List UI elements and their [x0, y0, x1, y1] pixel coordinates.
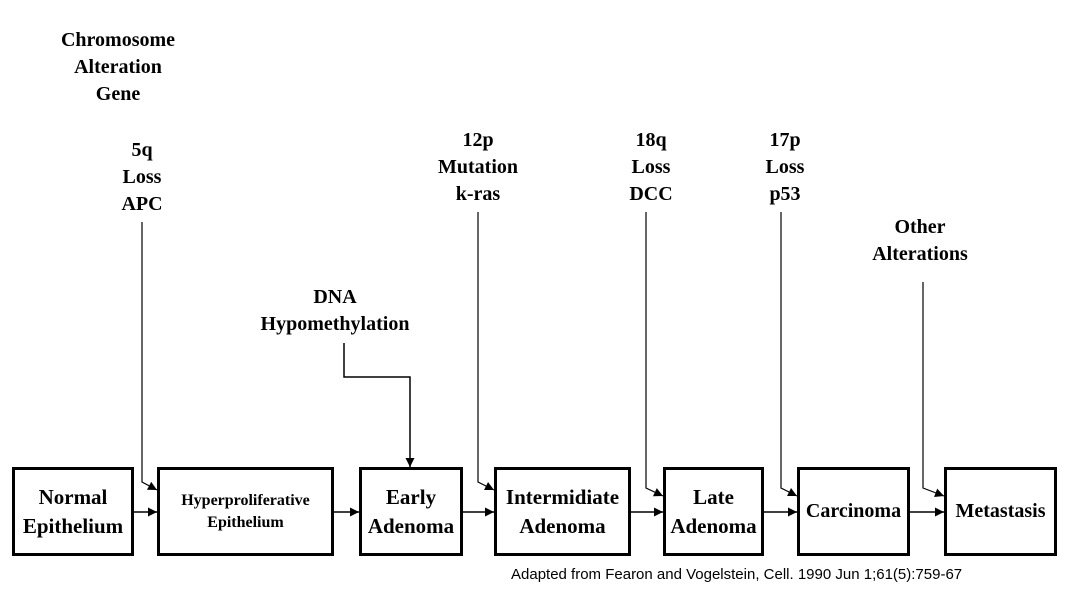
- hyper-line2: Epithelium: [207, 513, 284, 531]
- header-gene: Gene: [95, 83, 141, 105]
- intermediate-line1: Intermidiate: [505, 485, 620, 510]
- connector-apc: [141, 222, 158, 491]
- intermediate-line2: Adenoma: [519, 513, 606, 538]
- normal-line1: Normal: [38, 485, 108, 510]
- label-dcc: 18q Loss DCC: [601, 127, 701, 208]
- dcc-gene: DCC: [629, 183, 673, 205]
- hyper-line1: Hyperproliferative: [181, 491, 310, 509]
- stage-metastasis: Metastasis: [944, 467, 1057, 556]
- normal-line2: Epithelium: [22, 513, 124, 538]
- stage-normal-epithelium: Normal Epithelium: [12, 467, 134, 556]
- stage-hyperproliferative-epithelium: Hyperproliferative Epithelium: [157, 467, 334, 556]
- early-line2: Adenoma: [367, 513, 455, 538]
- p53-gene: p53: [769, 183, 801, 205]
- connector-dcc: [645, 212, 664, 497]
- late-line2: Adenoma: [670, 513, 757, 538]
- dna-line1: DNA: [313, 286, 357, 308]
- metastasis-label: Metastasis: [955, 500, 1046, 522]
- header-alteration: Alteration: [74, 56, 162, 78]
- label-kras: 12p Mutation k-ras: [418, 127, 538, 208]
- other-line1: Other: [894, 216, 946, 238]
- p53-chromosome: 17p: [769, 129, 801, 151]
- apc-alteration: Loss: [122, 166, 162, 188]
- p53-alteration: Loss: [765, 156, 805, 178]
- connector-other-alterations: [922, 282, 945, 498]
- connector-dna-hypomethylation: [343, 343, 415, 467]
- early-line1: Early: [385, 485, 437, 510]
- label-other-alterations: Other Alterations: [850, 214, 990, 268]
- label-apc: 5q Loss APC: [92, 137, 192, 218]
- connector-kras: [477, 212, 495, 491]
- legend-header: Chromosome Alteration Gene: [38, 27, 198, 108]
- dcc-chromosome: 18q: [635, 129, 667, 151]
- stage-carcinoma: Carcinoma: [797, 467, 910, 556]
- header-chromosome: Chromosome: [60, 29, 176, 51]
- label-p53: 17p Loss p53: [735, 127, 835, 208]
- dcc-alteration: Loss: [631, 156, 671, 178]
- stage-early-adenoma: Early Adenoma: [359, 467, 463, 556]
- kras-alteration: Mutation: [438, 156, 518, 178]
- citation-text: Adapted from Fearon and Vogelstein, Cell…: [511, 566, 963, 583]
- label-dna-hypomethylation: DNA Hypomethylation: [235, 284, 435, 338]
- apc-gene: APC: [121, 193, 163, 215]
- stage-late-adenoma: Late Adenoma: [663, 467, 764, 556]
- kras-gene: k-ras: [455, 183, 501, 205]
- carcinoma-label: Carcinoma: [805, 500, 902, 522]
- connector-p53: [780, 212, 798, 497]
- other-line2: Alterations: [872, 243, 968, 265]
- dna-line2: Hypomethylation: [260, 313, 410, 335]
- stage-intermediate-adenoma: Intermidiate Adenoma: [494, 467, 631, 556]
- apc-chromosome: 5q: [131, 139, 153, 161]
- kras-chromosome: 12p: [462, 129, 494, 151]
- late-line1: Late: [693, 485, 734, 510]
